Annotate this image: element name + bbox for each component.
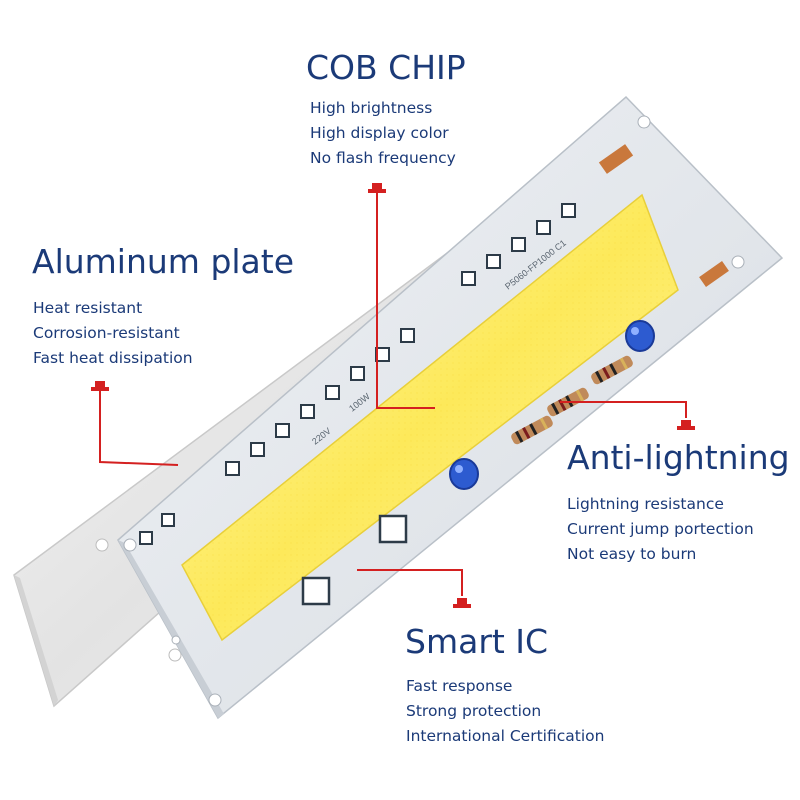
cob-chip-features: High brightness High display color No fl… <box>310 96 456 171</box>
feature-text: Strong protection <box>406 702 542 720</box>
varistors <box>449 320 655 490</box>
feature-text: Lightning resistance <box>567 495 724 513</box>
feature-text: Fast response <box>406 677 513 695</box>
smart-ic <box>301 514 408 606</box>
connectors <box>598 144 729 287</box>
solder-pads <box>139 203 576 545</box>
smart-ic-title: Smart IC <box>405 622 549 661</box>
aluminum-plate-title: Aluminum plate <box>32 242 295 281</box>
cob-chip <box>181 193 679 642</box>
feature-text: Fast heat dissipation <box>33 349 193 367</box>
feature-text: Not easy to burn <box>567 545 697 563</box>
callout-markers <box>91 183 695 608</box>
anti-lightning-features: Lightning resistance Current jump portec… <box>567 492 754 567</box>
feature-text: High display color <box>310 124 449 142</box>
feature-text: No flash frequency <box>310 149 456 167</box>
cob-chip-title: COB CHIP <box>306 48 466 87</box>
feature-text: Current jump portection <box>567 520 754 538</box>
callout-lines <box>99 192 687 596</box>
aluminum-plate-features: Heat resistant Corrosion-resistant Fast … <box>33 296 193 371</box>
feature-text: Corrosion-resistant <box>33 324 180 342</box>
feature-text: Heat resistant <box>33 299 143 317</box>
anti-lightning-title: Anti-lightning <box>567 438 790 477</box>
feature-text: High brightness <box>310 99 433 117</box>
feature-text: International Certification <box>406 727 605 745</box>
smart-ic-features: Fast response Strong protection Internat… <box>406 674 604 749</box>
